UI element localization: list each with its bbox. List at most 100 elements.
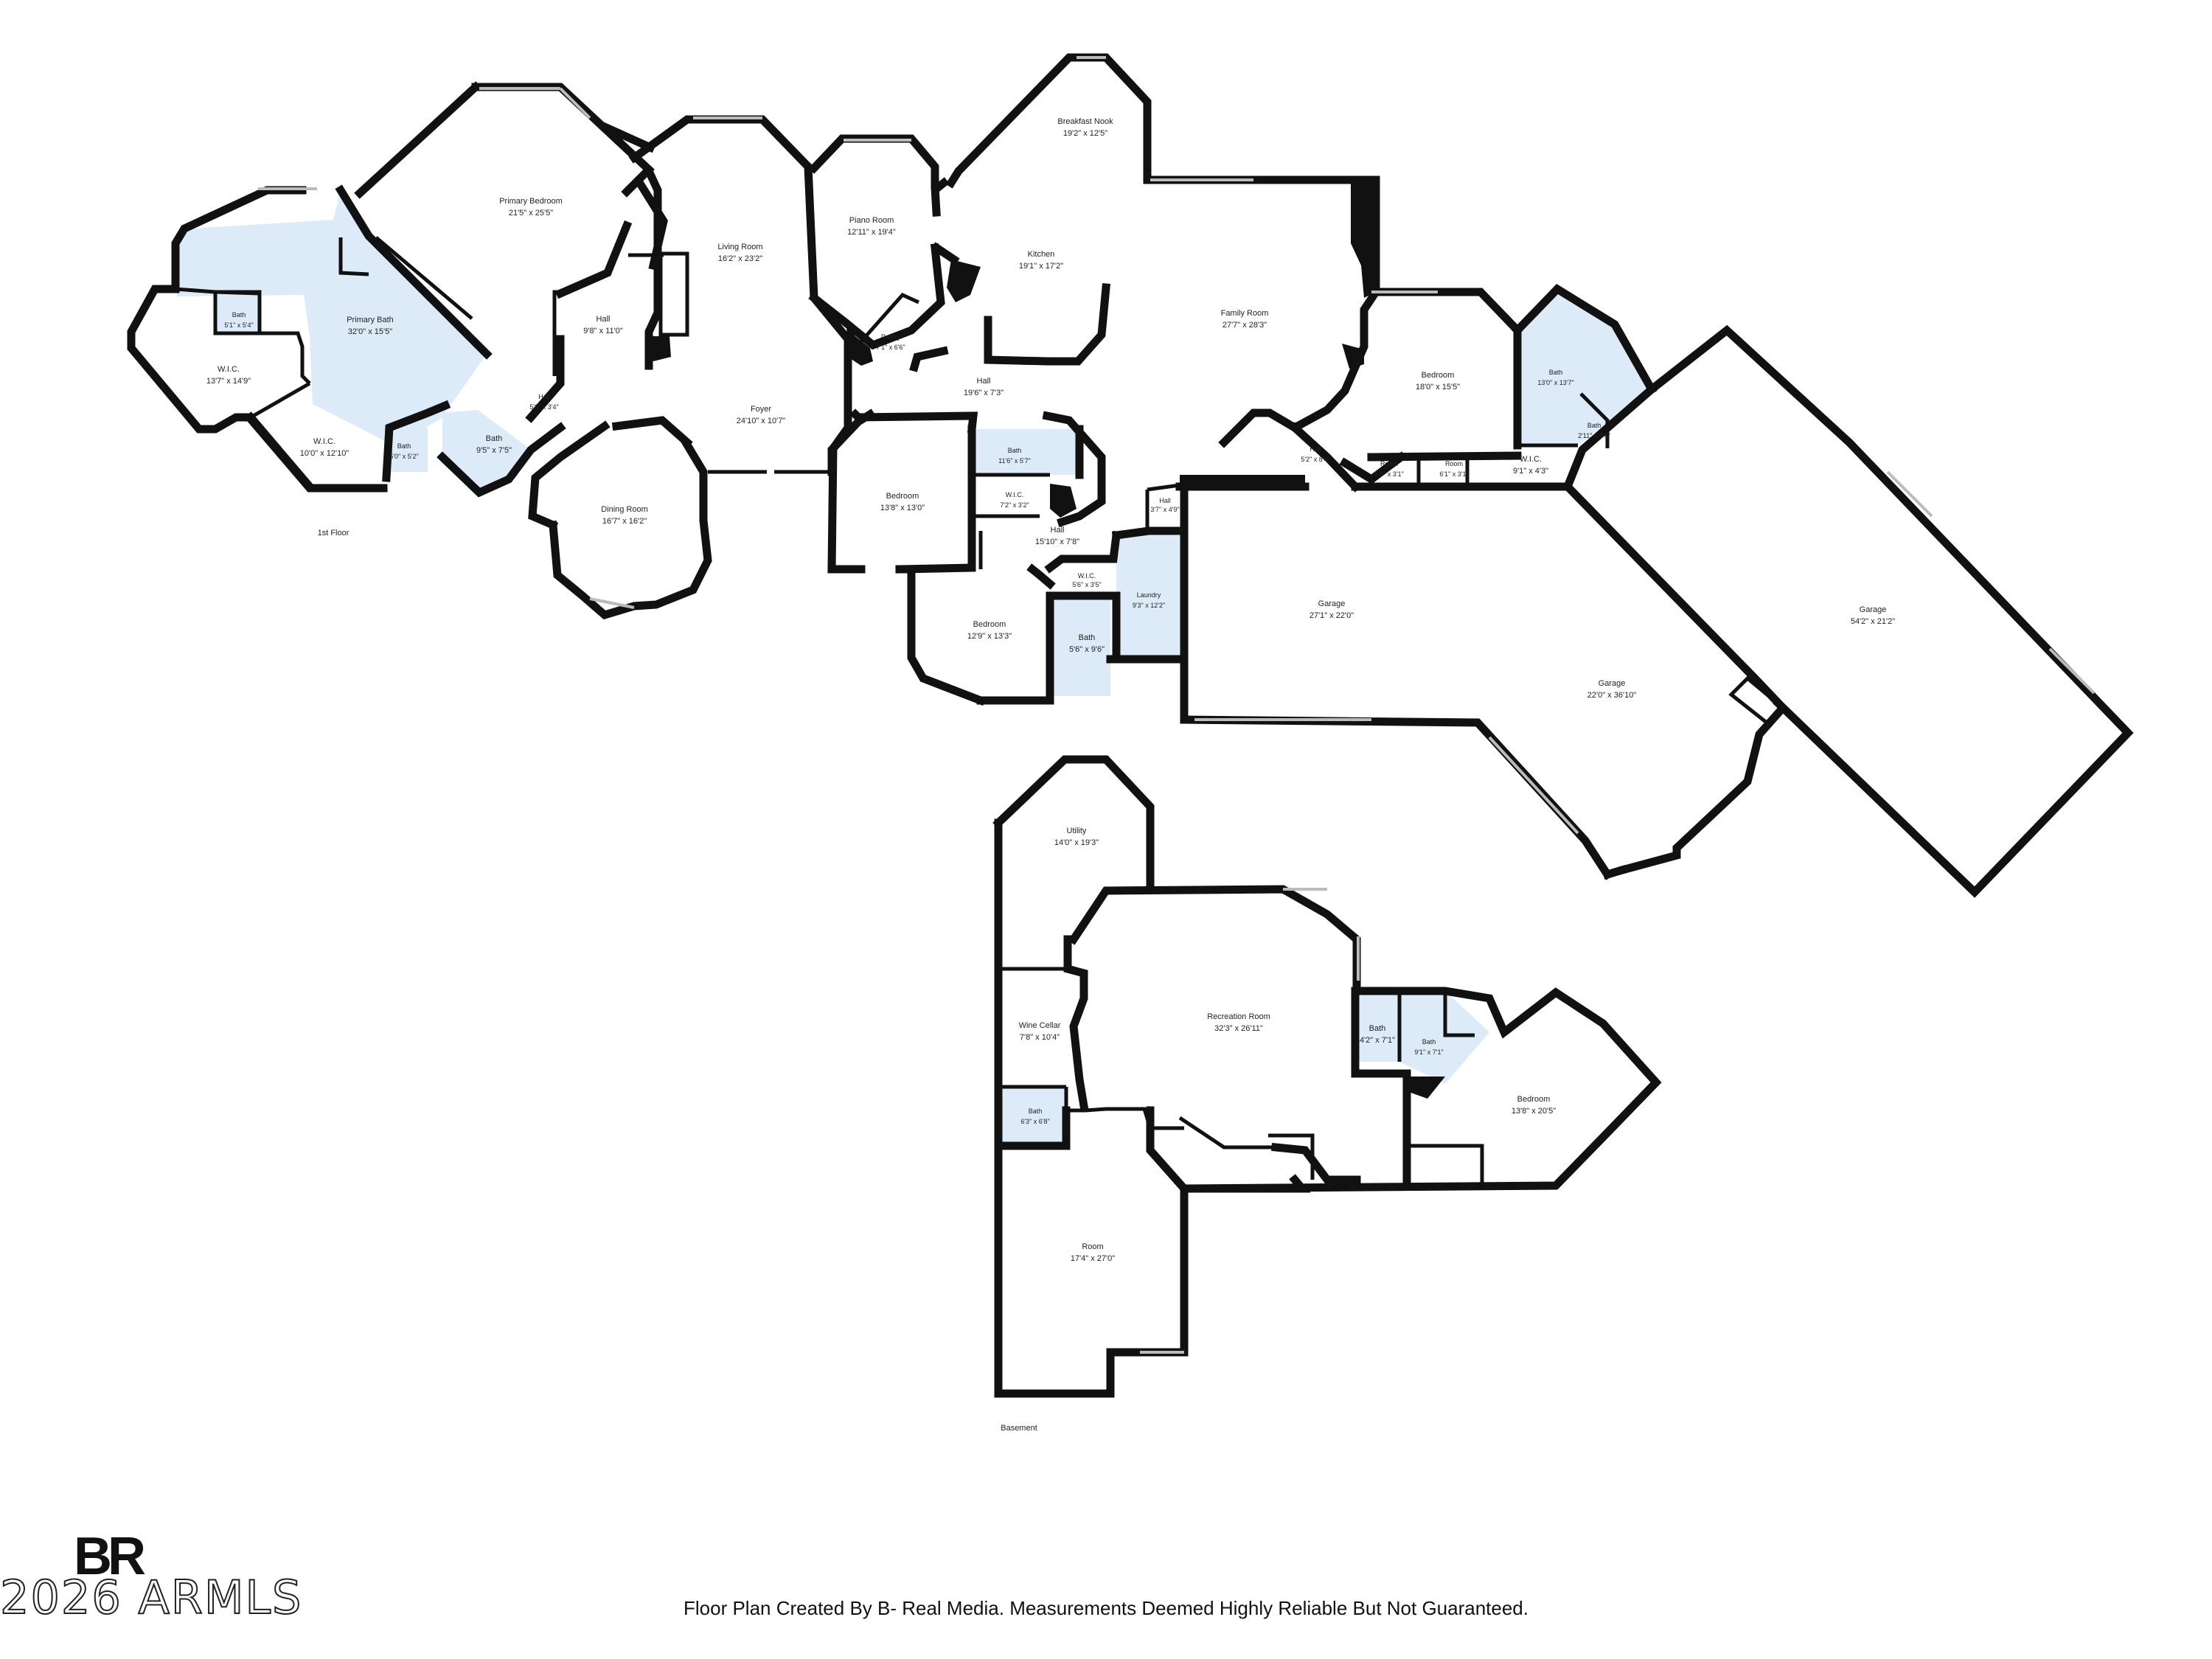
room-hall-small-dim: 5'3" x 3'4" xyxy=(529,403,558,411)
room-primary-bedroom-dim: 21'5" x 25'5" xyxy=(509,209,553,218)
room-bath-b2-dim: 9'1" x 7'1" xyxy=(1414,1048,1443,1056)
room-wic-4-dim: 5'6" x 3'5" xyxy=(1072,581,1101,588)
room-dining-name: Dining Room xyxy=(601,505,648,514)
room-living-dim: 16'2" x 23'2" xyxy=(718,254,762,263)
room-piano-name: Piano Room xyxy=(849,216,894,225)
room-hall-1-dim: 9'8" x 11'0" xyxy=(583,327,622,335)
room-living-name: Living Room xyxy=(717,243,762,251)
footer-disclaimer: Floor Plan Created By B- Real Media. Mea… xyxy=(684,1597,1528,1619)
room-hall-1-name: Hall xyxy=(597,315,611,324)
room-hall-small-name: Hall xyxy=(538,393,550,400)
room-labels-basement: Utility 14'0" x 19'3" Recreation Room 32… xyxy=(1001,827,1556,1433)
room-primary-bath-name: Primary Bath xyxy=(347,316,394,324)
room-labels-first: Primary Bedroom 21'5" x 25'5" Primary Ba… xyxy=(206,117,1895,700)
room-bedroom-3-dim: 18'0" x 15'5" xyxy=(1416,383,1460,392)
room-wic-2-dim: 10'0" x 12'10" xyxy=(300,449,349,458)
room-room-b-dim: 17'4" x 27'0" xyxy=(1071,1254,1115,1263)
room-foyer-dim: 24'10" x 10'7" xyxy=(737,417,786,425)
room-wic-4-name: W.I.C. xyxy=(1078,572,1096,580)
room-primary-bedroom-name: Primary Bedroom xyxy=(499,197,563,206)
room-room-b-name: Room xyxy=(1082,1242,1103,1251)
room-bath-b1-name: Bath xyxy=(1369,1024,1386,1033)
room-room-2-name: Room xyxy=(1445,460,1463,467)
room-bath-small-1-dim: 5'1" x 5'4" xyxy=(224,321,253,329)
room-bath-small-2-dim: 5'0" x 5'2" xyxy=(389,453,418,460)
room-family-dim: 27'7" x 28'3" xyxy=(1222,321,1267,330)
room-room-2-dim: 6'1" x 3'1" xyxy=(1439,470,1468,478)
room-wic-1-name: W.I.C. xyxy=(218,365,240,374)
room-bedroom-1-name: Bedroom xyxy=(886,492,919,501)
room-bath-7-name: Bath xyxy=(1587,422,1601,429)
room-hall-5-dim: 5'2" x 8'4" xyxy=(1301,456,1329,463)
room-garage-1-dim: 27'1" x 22'0" xyxy=(1310,611,1354,620)
room-utility-dim: 14'0" x 19'3" xyxy=(1054,838,1099,847)
room-garage-2-dim: 22'0" x 36'10" xyxy=(1587,691,1637,700)
room-breakfast-nook-dim: 19'2" x 12'5" xyxy=(1063,129,1107,138)
room-wic-2-name: W.I.C. xyxy=(313,437,335,446)
room-bedroom-1-dim: 13'8" x 13'0" xyxy=(880,504,925,512)
room-garage-2-name: Garage xyxy=(1599,679,1626,688)
room-bedroom-b-dim: 13'8" x 20'5" xyxy=(1512,1107,1556,1116)
floor-label-basement: Basement xyxy=(1001,1424,1037,1433)
room-hall-4-name: Hall xyxy=(1159,497,1171,504)
room-family-name: Family Room xyxy=(1221,309,1269,318)
room-bath-4-name: Bath xyxy=(1008,447,1022,454)
room-bath-3-name: Bath xyxy=(486,434,503,443)
room-hall-2-name: Hall xyxy=(977,377,991,386)
room-bath-7-dim: 2'11" x 3'4" xyxy=(1578,432,1610,439)
copyright-watermark: 2026 ARMLS xyxy=(0,1570,303,1625)
room-bath-b3-name: Bath xyxy=(1029,1107,1043,1115)
room-bath-b3-dim: 6'3" x 6'8" xyxy=(1020,1118,1049,1125)
room-laundry-name: Laundry xyxy=(1137,591,1161,599)
window-marks xyxy=(258,56,2096,835)
room-bath-6-name: Bath xyxy=(1549,369,1563,376)
room-foyer-name: Foyer xyxy=(751,405,771,414)
room-bath-4-dim: 11'6" x 5'7" xyxy=(998,457,1031,465)
room-kitchen-dim: 19'1" x 17'2" xyxy=(1019,262,1063,271)
room-hall-3-name: Hall xyxy=(1051,526,1065,535)
room-hall-4-dim: 3'7" x 4'9" xyxy=(1150,506,1179,513)
floor-label-first: 1st Floor xyxy=(318,529,349,538)
room-wic-5-name: W.I.C. xyxy=(1520,455,1542,464)
room-bath-small-2-name: Bath xyxy=(397,442,411,450)
room-bath-5-dim: 5'6" x 9'6" xyxy=(1069,645,1105,654)
room-bedroom-b-name: Bedroom xyxy=(1517,1095,1551,1104)
room-garage-1-name: Garage xyxy=(1318,599,1346,608)
room-bath-b2-name: Bath xyxy=(1422,1038,1436,1046)
room-breakfast-nook-name: Breakfast Nook xyxy=(1057,117,1113,126)
room-wic-5-dim: 9'1" x 4'3" xyxy=(1513,467,1548,476)
room-bath-small-1-name: Bath xyxy=(232,311,246,319)
room-wic-1-dim: 13'7" x 14'9" xyxy=(206,377,251,386)
room-kitchen-name: Kitchen xyxy=(1028,250,1055,259)
room-wine-cellar-dim: 7'8" x 10'4" xyxy=(1020,1033,1060,1042)
basement-walls xyxy=(992,755,1662,1398)
room-hall-5-name: Hall xyxy=(1310,445,1321,453)
room-bath-5-name: Bath xyxy=(1079,633,1096,642)
room-piano-dim: 12'11" x 19'4" xyxy=(847,228,896,237)
room-primary-bath-dim: 32'0" x 15'5" xyxy=(348,327,392,336)
room-bath-6-dim: 13'0" x 13'7" xyxy=(1537,379,1573,386)
room-room-1-dim: 5'8" x 3'1" xyxy=(1374,470,1403,478)
room-bedroom-2-name: Bedroom xyxy=(973,620,1006,629)
first-floor-walls xyxy=(127,53,2134,898)
room-recreation-dim: 32'3" x 26'11" xyxy=(1214,1024,1263,1033)
brand-logo-mark: BR xyxy=(74,1527,146,1586)
room-bath-b1-dim: 4'2" x 7'1" xyxy=(1360,1036,1395,1045)
room-hall-3-dim: 15'10" x 7'8" xyxy=(1035,538,1079,546)
room-wic-3-name: W.I.C. xyxy=(1006,491,1024,498)
room-garage-3-dim: 54'2" x 21'2" xyxy=(1851,617,1895,626)
room-recreation-name: Recreation Room xyxy=(1207,1012,1270,1021)
room-laundry-dim: 9'3" x 12'2" xyxy=(1133,602,1165,609)
room-pantry-dim: 7'1" x 6'6" xyxy=(876,344,905,351)
room-bedroom-2-dim: 12'9" x 13'3" xyxy=(967,632,1012,641)
room-bedroom-3-name: Bedroom xyxy=(1422,371,1455,380)
room-garage-3-name: Garage xyxy=(1860,605,1887,614)
room-wine-cellar-name: Wine Cellar xyxy=(1019,1021,1061,1030)
room-bath-3-dim: 9'5" x 7'5" xyxy=(476,446,512,455)
room-utility-name: Utility xyxy=(1067,827,1087,835)
room-wic-3-dim: 7'2" x 3'2" xyxy=(1000,501,1029,509)
room-dining-dim: 16'7" x 16'2" xyxy=(602,517,647,526)
room-room-1-name: Room xyxy=(1380,460,1398,467)
room-pantry-name: Pantry xyxy=(881,333,901,341)
